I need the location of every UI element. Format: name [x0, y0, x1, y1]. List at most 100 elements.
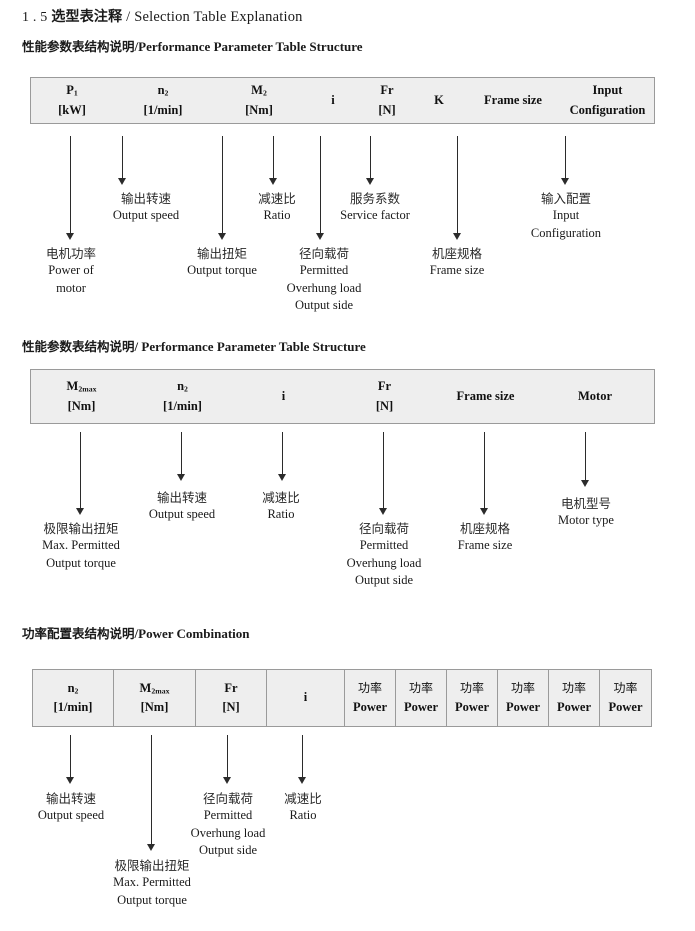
callout-max-permitted-output-torque-en-1: Max. Permitted	[42, 538, 120, 553]
arrow-to-output-speed-3	[66, 735, 75, 784]
table-2-col-frame-size: Frame size	[435, 370, 536, 423]
callout-permitted-overhung-load-2-en-1: Permitted	[359, 538, 409, 553]
table-1-col-fr-symbol: Fr	[380, 83, 394, 98]
table-2-col-n2: n2 [1/min]	[132, 370, 233, 423]
callout-input-configuration-cn: 输入配置	[540, 191, 592, 206]
table-3-col-power-3: 功率 Power	[446, 670, 497, 726]
table-3-col-fr-unit: [N]	[222, 700, 240, 714]
table-3-col-power-6-cn: 功率	[613, 681, 638, 696]
page-title-english: Selection Table Explanation	[134, 9, 303, 25]
callout-max-permitted-output-torque-cn: 极限输出扭矩	[43, 521, 119, 536]
callout-max-permitted-output-torque-3-en-1: Max. Permitted	[113, 875, 191, 890]
section-3-heading-chinese: 功率配置表结构说明	[22, 626, 135, 641]
callout-ratio-3-en-1: Ratio	[289, 808, 317, 823]
callout-permitted-overhung-load-3-cn: 径向载荷	[202, 791, 254, 806]
table-1-col-m2-symbol: M2	[251, 83, 267, 98]
callout-ratio-cn: 减速比	[258, 191, 296, 206]
callout-frame-size-2-cn: 机座规格	[459, 521, 510, 536]
callout-permitted-overhung-load-2-en-3: Output side	[355, 572, 413, 587]
table-3-col-power-1-cn: 功率	[357, 681, 382, 696]
table-1-col-m2-unit: [Nm]	[245, 102, 273, 117]
table-3-col-power-5: 功率 Power	[548, 670, 599, 726]
callout-max-permitted-output-torque-3-cn: 极限输出扭矩	[114, 858, 190, 873]
table-1-col-k: K	[413, 78, 465, 123]
callout-ratio-en-1: Ratio	[263, 208, 291, 223]
table-1-col-frame-size: Frame size	[465, 78, 561, 123]
table-3-col-power-3-en: Power	[454, 699, 489, 714]
callout-ratio-2-en-1: Ratio	[267, 507, 295, 522]
table-3-col-fr: Fr [N]	[195, 670, 266, 726]
callout-input-configuration: 输入配置 Input Configuration	[531, 190, 601, 242]
table-2-col-i-symbol: i	[281, 388, 286, 403]
table-3-col-i-symbol: i	[303, 690, 308, 705]
callout-service-factor: 服务系数 Service factor	[340, 190, 410, 225]
arrow-to-ratio	[269, 136, 278, 185]
table-3-col-power-5-en: Power	[556, 699, 591, 714]
arrow-to-frame-size	[453, 136, 462, 240]
callout-output-torque-cn: 输出扭矩	[196, 246, 248, 261]
table-3-col-power-1-en: Power	[352, 699, 387, 714]
callout-permitted-overhung-load-cn: 径向载荷	[298, 246, 350, 261]
section-2-heading-english: Performance Parameter Table Structure	[141, 339, 366, 354]
table-1-col-p1: P1 [kW]	[31, 78, 113, 123]
table-3-col-i: i	[266, 670, 344, 726]
table-1-col-fr-unit: [N]	[378, 102, 396, 117]
callout-service-factor-cn: 服务系数	[349, 191, 401, 206]
callout-frame-size-cn: 机座规格	[431, 246, 482, 261]
callout-motor-type-cn: 电机型号	[560, 496, 611, 511]
section-3-heading-english: Power Combination	[138, 626, 250, 641]
callout-permitted-overhung-load-3: 径向载荷 Permitted Overhung load Output side	[191, 790, 266, 859]
arrow-to-frame-size-2	[480, 432, 489, 515]
table-3-col-power-4: 功率 Power	[497, 670, 548, 726]
table-3-col-power-1: 功率 Power	[344, 670, 395, 726]
page-title: 1 . 5 选型表注释 / Selection Table Explanatio…	[22, 6, 303, 26]
table-3-col-n2-unit: [1/min]	[53, 700, 93, 714]
table-3-col-power-6: 功率 Power	[599, 670, 651, 726]
callout-permitted-overhung-load-2: 径向载荷 Permitted Overhung load Output side	[347, 520, 422, 589]
page-title-separator: /	[126, 9, 131, 25]
callout-frame-size: 机座规格 Frame size	[430, 245, 485, 280]
callout-permitted-overhung-load-2-cn: 径向载荷	[358, 521, 410, 536]
table-3-col-m2max-unit: [Nm]	[140, 700, 169, 714]
callout-motor-type-en-1: Motor type	[558, 513, 614, 528]
callout-output-speed-cn: 输出转速	[120, 191, 171, 206]
table-3-col-m2max-subscript: 2max	[151, 686, 170, 696]
section-3-heading: 功率配置表结构说明/Power Combination	[22, 623, 250, 642]
callout-permitted-overhung-load-en-2: Overhung load	[286, 280, 362, 295]
callout-permitted-overhung-load-3-en-1: Permitted	[203, 808, 253, 823]
callout-frame-size-en-1: Frame size	[429, 263, 485, 278]
table-1-col-input-configuration-line1: Input	[592, 83, 623, 98]
table-3-col-power-2-cn: 功率	[408, 681, 433, 696]
table-1-col-frame-size-label: Frame size	[484, 92, 542, 107]
callout-permitted-overhung-load-en-1: Permitted	[299, 263, 349, 278]
table-3-col-power-2: 功率 Power	[395, 670, 446, 726]
table-2-col-n2-unit: [1/min]	[163, 398, 202, 413]
section-1-heading: 性能参数表结构说明/Performance Parameter Table St…	[22, 36, 363, 55]
power-combination-table: n2 [1/min] M2max [Nm] Fr [N] i 功率 Power …	[32, 669, 652, 727]
arrow-to-output-torque	[218, 136, 227, 240]
table-2-col-motor-label: Motor	[577, 388, 612, 403]
section-1-heading-separator: /	[134, 39, 139, 54]
section-3-heading-separator: /	[134, 626, 139, 641]
callout-output-torque-en-1: Output torque	[187, 263, 257, 278]
arrow-to-input-configuration	[561, 136, 570, 185]
performance-parameter-table-1: P1 [kW] n2 [1/min] M2 [Nm] i Fr [N] K Fr…	[30, 77, 655, 124]
table-2-col-fr-unit: [N]	[375, 398, 394, 413]
table-1-col-n2-subscript: 2	[164, 88, 169, 98]
callout-output-speed-2-cn: 输出转速	[156, 490, 207, 505]
arrow-to-max-permitted-output-torque	[76, 432, 85, 515]
table-3-col-m2max-symbol: M2max	[139, 680, 170, 696]
arrow-to-permitted-overhung-load-3	[223, 735, 232, 784]
table-3-col-fr-symbol: Fr	[224, 680, 238, 695]
callout-input-configuration-en-2: Configuration	[530, 225, 602, 240]
page-title-chinese: 选型表注释	[51, 9, 123, 25]
callout-power-of-motor-cn: 电机功率	[45, 246, 97, 261]
callout-ratio-3-cn: 减速比	[284, 791, 322, 806]
callout-permitted-overhung-load-2-en-2: Overhung load	[346, 555, 422, 570]
section-2-heading-chinese: 性能参数表结构说明	[22, 339, 135, 354]
table-3-col-power-6-en: Power	[608, 699, 643, 714]
table-2-col-frame-size-label: Frame size	[456, 388, 515, 403]
table-2-col-motor: Motor	[536, 370, 654, 423]
arrow-to-output-speed	[118, 136, 127, 185]
